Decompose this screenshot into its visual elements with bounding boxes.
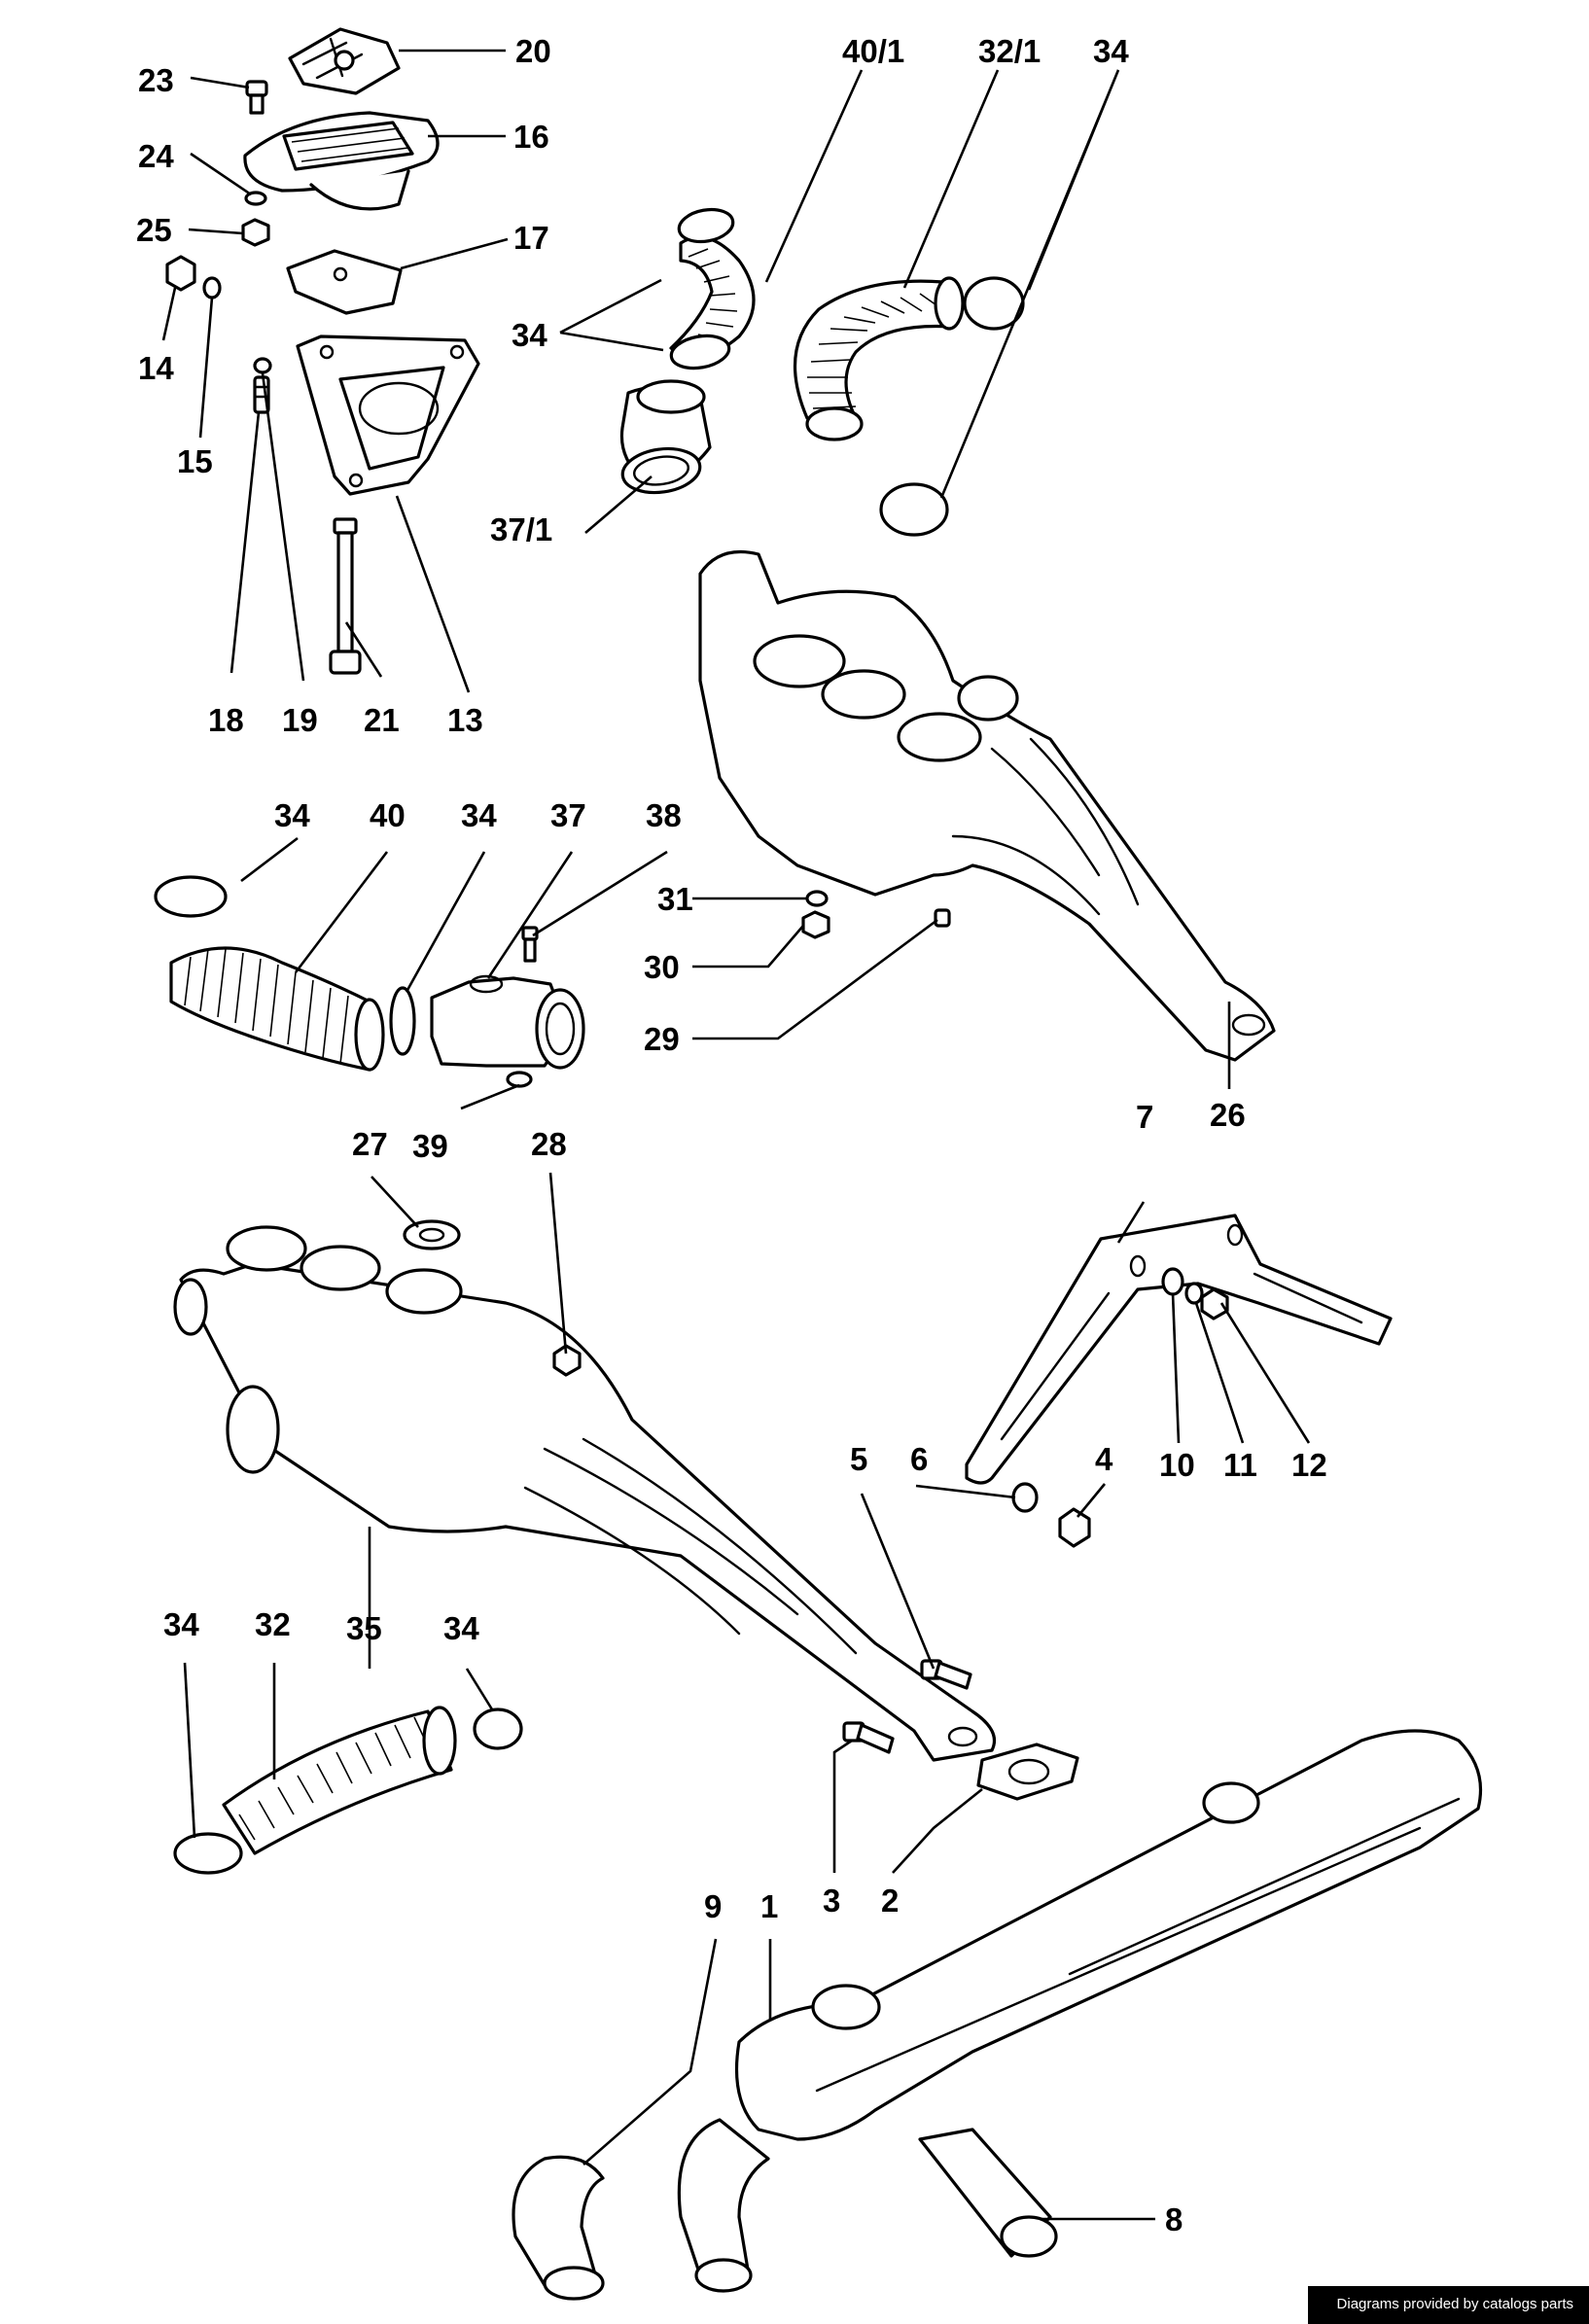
- part-11-washer: [1184, 1282, 1204, 1305]
- credit-badge: Diagrams provided by catalogs parts: [1307, 2286, 1589, 2324]
- callout-6: 6: [910, 1441, 928, 1477]
- part-4-nut: [1058, 1507, 1091, 1548]
- callout-29: 29: [644, 1021, 680, 1057]
- callout-25: 25: [136, 212, 172, 248]
- part-24-washer: [244, 191, 267, 206]
- part-29-pin: [934, 908, 951, 928]
- part-37-1-elbow: [619, 379, 712, 495]
- callout-7: 7: [1136, 1099, 1153, 1135]
- callout-15: 15: [177, 443, 213, 479]
- callout-17: 17: [513, 220, 549, 256]
- callout-4: 4: [1095, 1441, 1113, 1477]
- callout-34-mid: 34: [461, 797, 497, 833]
- callout-24: 24: [138, 138, 174, 174]
- part-8-tip: [918, 2128, 1058, 2258]
- engine-mount-group: [165, 27, 480, 675]
- callout-1: 1: [760, 1888, 778, 1924]
- part-34-clamp-d: [389, 986, 416, 1056]
- callout-3: 3: [823, 1883, 840, 1919]
- part-14-nut: [165, 255, 196, 292]
- callout-8: 8: [1165, 2201, 1183, 2237]
- part-35-heat-exchanger: [173, 1225, 997, 1762]
- part-3-bolt: [842, 1721, 895, 1754]
- part-9-tail-pipe: [512, 2155, 605, 2301]
- callout-9: 9: [704, 1888, 722, 1924]
- callout-37-1: 37/1: [490, 511, 552, 547]
- part-17-plate: [286, 249, 403, 315]
- part-31-washer: [805, 890, 829, 907]
- callout-14: 14: [138, 350, 174, 386]
- callout-23: 23: [138, 62, 174, 98]
- callout-26: 26: [1210, 1097, 1246, 1133]
- part-39-nut: [506, 1071, 533, 1088]
- callout-labels: 20 23 16 24 25 17 14 15 18 19 21 13 40/1…: [136, 33, 1327, 2237]
- callout-19: 19: [282, 702, 318, 738]
- part-27-gasket: [403, 1219, 461, 1250]
- part-21-long-bolt: [329, 517, 362, 675]
- part-32-1-hose: [793, 276, 965, 441]
- part-16-mount: [243, 111, 440, 211]
- callout-34-upper-left: 34: [512, 317, 547, 353]
- callout-40: 40: [370, 797, 406, 833]
- callout-2: 2: [881, 1883, 899, 1919]
- callout-16: 16: [513, 119, 549, 155]
- part-2-gasket: [976, 1743, 1079, 1801]
- part-10-washer: [1161, 1267, 1184, 1296]
- middle-hose-group: [154, 875, 585, 1088]
- callout-34-top: 34: [1093, 33, 1129, 69]
- part-19-ring: [253, 357, 272, 374]
- callout-28: 28: [531, 1126, 567, 1162]
- part-40-1-hose: [669, 207, 756, 370]
- part-37-elbow: [430, 974, 585, 1070]
- callout-34-lower-left: 34: [163, 1606, 199, 1642]
- part-26-heat-exchanger: [698, 549, 1276, 1062]
- part-5-bolt: [920, 1659, 972, 1690]
- callout-34-mid-left: 34: [274, 797, 310, 833]
- part-34-clamp-e: [173, 1832, 243, 1875]
- callout-32: 32: [255, 1606, 291, 1642]
- part-32-hose: [222, 1706, 457, 1855]
- part-34-clamp-f: [473, 1708, 523, 1750]
- part-6-washer: [1011, 1482, 1039, 1513]
- part-1-muffler: [677, 1729, 1483, 2293]
- top-hoses-group: [619, 207, 1025, 537]
- callout-37: 37: [550, 797, 586, 833]
- callout-31: 31: [657, 881, 693, 917]
- part-34-clamp-c: [154, 875, 228, 918]
- part-20-bracket: [288, 27, 401, 95]
- callout-38: 38: [646, 797, 682, 833]
- part-23-bolt: [245, 80, 268, 115]
- callout-27: 27: [352, 1126, 388, 1162]
- callout-34-lower: 34: [443, 1610, 479, 1646]
- callout-13: 13: [447, 702, 483, 738]
- callout-11: 11: [1223, 1447, 1257, 1483]
- part-34-clamp-b: [879, 482, 949, 537]
- callout-18: 18: [208, 702, 244, 738]
- callout-20: 20: [515, 33, 551, 69]
- callout-35: 35: [346, 1610, 382, 1646]
- part-38-bolt: [521, 926, 539, 963]
- part-40-hose: [169, 946, 385, 1072]
- part-7-bracket: [965, 1214, 1393, 1485]
- callout-10: 10: [1159, 1447, 1195, 1483]
- callout-12: 12: [1291, 1447, 1327, 1483]
- leader-lines: [161, 49, 1311, 2221]
- part-30-nut: [801, 910, 830, 939]
- callout-32-1: 32/1: [978, 33, 1041, 69]
- callout-30: 30: [644, 949, 680, 985]
- part-13-bracket: [296, 335, 480, 496]
- callout-40-1: 40/1: [842, 33, 904, 69]
- callout-39: 39: [412, 1128, 448, 1164]
- part-15-washer: [202, 276, 222, 299]
- callout-5: 5: [850, 1441, 867, 1477]
- lower-hose-group: [173, 1706, 523, 1875]
- part-25-nut: [241, 218, 270, 247]
- callout-21: 21: [364, 702, 400, 738]
